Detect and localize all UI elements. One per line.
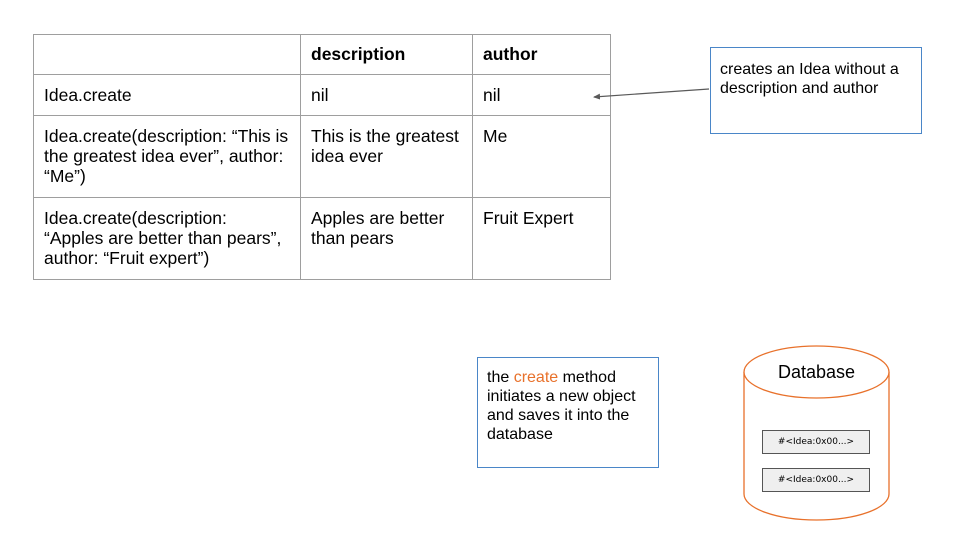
note-highlight-create: create — [513, 369, 559, 386]
cell-description: nil — [300, 74, 473, 116]
database-record: #<Idea:0x00...> — [762, 430, 870, 454]
cell-description: Apples are better than pears — [300, 197, 473, 280]
annotation-note-create-method: the create method initiates a new object… — [477, 357, 659, 468]
header-cell-description: description — [300, 34, 473, 75]
cell-author: Me — [472, 115, 611, 198]
database-label: Database — [777, 362, 856, 382]
connector-arrow — [593, 88, 710, 100]
database-record: #<Idea:0x00...> — [762, 468, 870, 492]
annotation-note-create-nil: creates an Idea without a description an… — [710, 47, 922, 134]
cell-code: Idea.create — [33, 74, 301, 116]
table-row: Idea.create(description: “Apples are bet… — [33, 197, 611, 280]
cell-author: nil — [472, 74, 611, 116]
cell-author: Fruit Expert — [472, 197, 611, 280]
note-text-after: method initiates a new object and saves … — [487, 369, 636, 443]
cell-description: This is the greatest idea ever — [300, 115, 473, 198]
cell-code: Idea.create(description: “This is the gr… — [33, 115, 301, 198]
table-header-row: description author — [33, 34, 611, 75]
cell-code: Idea.create(description: “Apples are bet… — [33, 197, 301, 280]
note-text-before: the — [487, 369, 514, 386]
note-text: creates an Idea without a description an… — [720, 61, 899, 97]
header-cell-empty — [33, 34, 301, 75]
table-row: Idea.create nil nil — [33, 74, 611, 116]
ideas-table: description author Idea.create nil nil I… — [33, 34, 611, 280]
table-row: Idea.create(description: “This is the gr… — [33, 115, 611, 198]
header-cell-author: author — [472, 34, 611, 75]
